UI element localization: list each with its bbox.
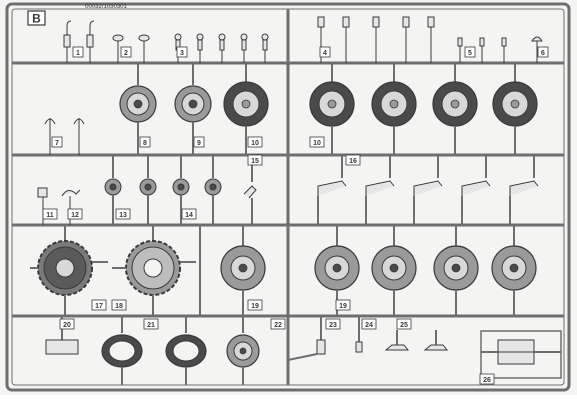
part-number-label: 21 <box>147 322 155 329</box>
part-number-label: 13 <box>119 212 127 219</box>
part-label-box <box>270 318 286 330</box>
part-label-box <box>120 46 132 58</box>
sprue-letter: B <box>32 12 41 26</box>
part-number-label: 9 <box>197 140 201 147</box>
part-label-box <box>361 318 377 330</box>
wheel-19-left <box>220 225 266 316</box>
part-number-label: 22 <box>274 322 282 329</box>
part-number-label: 6 <box>541 50 545 57</box>
wheel-10-a <box>309 63 355 155</box>
part-label-box <box>51 136 63 148</box>
part-number-label: 20 <box>63 322 71 329</box>
part-label-box <box>91 299 107 311</box>
wheel-9 <box>174 63 212 155</box>
part-label-box <box>59 318 75 330</box>
sprocket-17 <box>30 225 108 316</box>
wheel-10-d <box>492 63 538 155</box>
part-number-label: 12 <box>71 212 79 219</box>
part-label-box <box>247 136 263 148</box>
row1-left-parts <box>63 20 269 63</box>
sprue-code: 00032/1030301 <box>85 4 127 10</box>
part-number-label: 25 <box>400 322 408 329</box>
part-number-label: 10 <box>313 140 321 147</box>
part-label-box <box>247 154 263 166</box>
part-number-label: 2 <box>124 50 128 57</box>
part-label-box <box>139 136 151 148</box>
wheel-10-left <box>223 63 269 155</box>
part-label-box <box>345 154 361 166</box>
part-label-box <box>67 208 83 220</box>
part-label-box <box>193 136 205 148</box>
part-label-box <box>479 373 495 385</box>
part-number-label: 26 <box>483 377 491 384</box>
part-number-label: 19 <box>339 303 347 310</box>
wheel-8 <box>119 63 157 155</box>
part-number-label: 3 <box>180 50 184 57</box>
wheel-19-a <box>314 225 360 316</box>
part-label-box <box>143 318 159 330</box>
part-label-box <box>176 46 188 58</box>
frame-outer <box>5 2 571 392</box>
row3-right-cranks <box>317 155 539 225</box>
part-number-label: 14 <box>185 212 193 219</box>
part-label-box <box>181 208 197 220</box>
part-label-box <box>111 299 127 311</box>
part-label-box <box>72 46 84 58</box>
part-number-label: 16 <box>349 158 357 165</box>
wheel-19-c <box>433 225 479 316</box>
part-number-label: 10 <box>251 140 259 147</box>
wheel-10-c <box>432 63 478 155</box>
part-label-box <box>42 208 58 220</box>
part-label-box <box>464 46 476 58</box>
part-label-box <box>115 208 131 220</box>
part-label-box <box>319 46 331 58</box>
part-number-label: 18 <box>115 303 123 310</box>
row2-left-parts <box>44 118 85 155</box>
row5-left-parts <box>45 316 260 385</box>
row5-right-parts <box>287 316 562 379</box>
wheel-10-b <box>371 63 417 155</box>
part-number-label: 8 <box>143 140 147 147</box>
sprue-frame <box>5 2 571 392</box>
row3-left-parts <box>37 155 257 225</box>
part-label-box <box>537 46 549 58</box>
part-number-label: 11 <box>46 212 54 219</box>
row1-right-parts <box>317 16 543 63</box>
part-number-label: 24 <box>365 322 373 329</box>
part-label-box <box>335 299 351 311</box>
part-label-box <box>325 318 341 330</box>
wheel-19-b <box>371 225 417 316</box>
sprocket-18 <box>112 225 196 316</box>
part-number-label: 19 <box>251 303 259 310</box>
part-label-box <box>247 299 263 311</box>
part-number-label: 7 <box>55 140 59 147</box>
part-label-box <box>309 136 325 148</box>
part-number-label: 23 <box>329 322 337 329</box>
sprue-letter-box <box>27 10 46 26</box>
part-number-label: 17 <box>95 303 103 310</box>
part-number-label: 5 <box>468 50 472 57</box>
part-number-label: 1 <box>76 50 80 57</box>
part-number-label: 15 <box>251 158 259 165</box>
wheel-19-d <box>491 225 537 316</box>
part-number-label: 4 <box>323 50 327 57</box>
part-label-box <box>396 318 412 330</box>
